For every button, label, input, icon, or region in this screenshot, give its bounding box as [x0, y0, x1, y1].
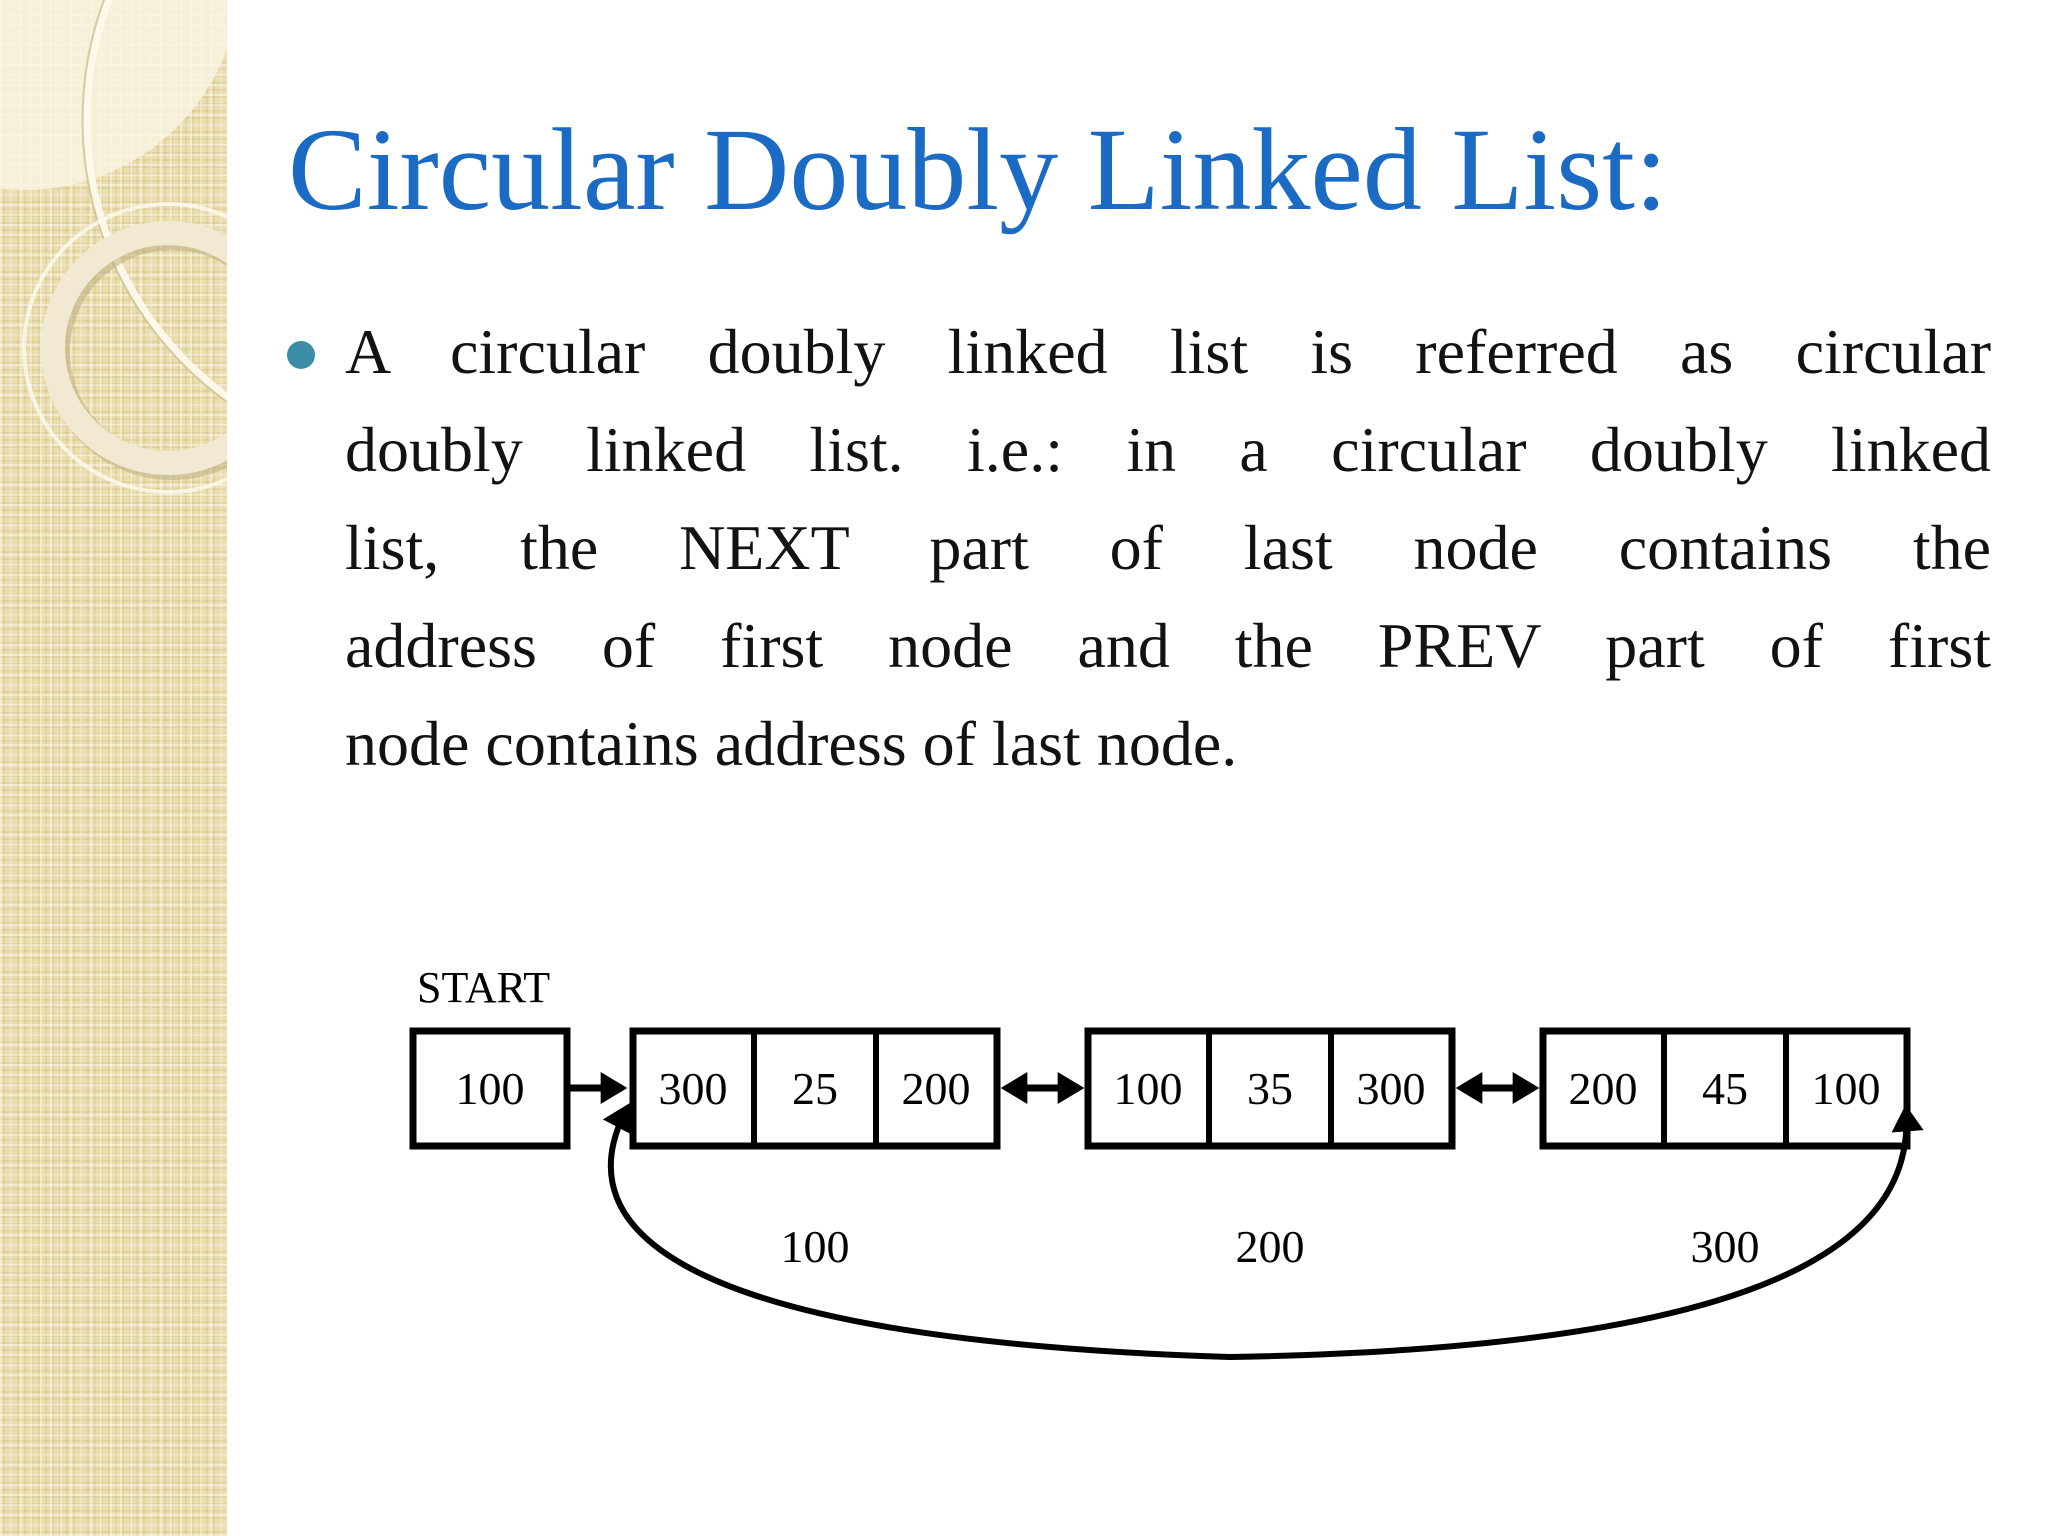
- node1-prev-value: 300: [659, 1063, 728, 1114]
- corner-disc-shape: [0, 0, 227, 190]
- node1-next-value: 200: [902, 1063, 971, 1114]
- body-paragraph: A circular doubly linked list is referre…: [345, 303, 1991, 793]
- body-line-1: A circular doubly linked list is referre…: [345, 316, 1991, 387]
- page-title: Circular Doubly Linked List:: [288, 104, 1668, 235]
- circular-link-arc: [602, 1103, 1924, 1361]
- thin-ring-shape: [83, 0, 227, 401]
- node2-next-value: 300: [1357, 1063, 1426, 1114]
- body-line-2: doubly linked list. i.e.: in a circular …: [345, 414, 1991, 485]
- node2-address-label: 200: [1236, 1221, 1305, 1272]
- node3-address-label: 300: [1691, 1221, 1760, 1272]
- thin-ring-shadow-shape: [81, 0, 227, 404]
- thick-ring-shape: [41, 221, 227, 475]
- start-label: START: [417, 963, 550, 1012]
- node1-address-label: 100: [781, 1221, 850, 1272]
- node2-prev-value: 100: [1114, 1063, 1183, 1114]
- start-pointer-box: [409, 1027, 571, 1150]
- body-line-5: node contains address of last node.: [345, 708, 1238, 779]
- node1-data-value: 25: [792, 1063, 838, 1114]
- bullet-icon: [287, 341, 315, 369]
- sidebar-circles-graphic: [0, 0, 227, 494]
- start-pointer-value: 100: [456, 1063, 525, 1114]
- node3-prev-value: 200: [1569, 1063, 1638, 1114]
- body-line-4: address of first node and the PREV part …: [345, 610, 1991, 681]
- node2-data-value: 35: [1247, 1063, 1293, 1114]
- node3-data-value: 45: [1702, 1063, 1748, 1114]
- body-line-3: list, the NEXT part of last node contain…: [345, 512, 1991, 583]
- node3-next-value: 100: [1812, 1063, 1881, 1114]
- sidebar-decoration: [0, 0, 227, 1536]
- outer-thin-ring-shape: [22, 202, 227, 494]
